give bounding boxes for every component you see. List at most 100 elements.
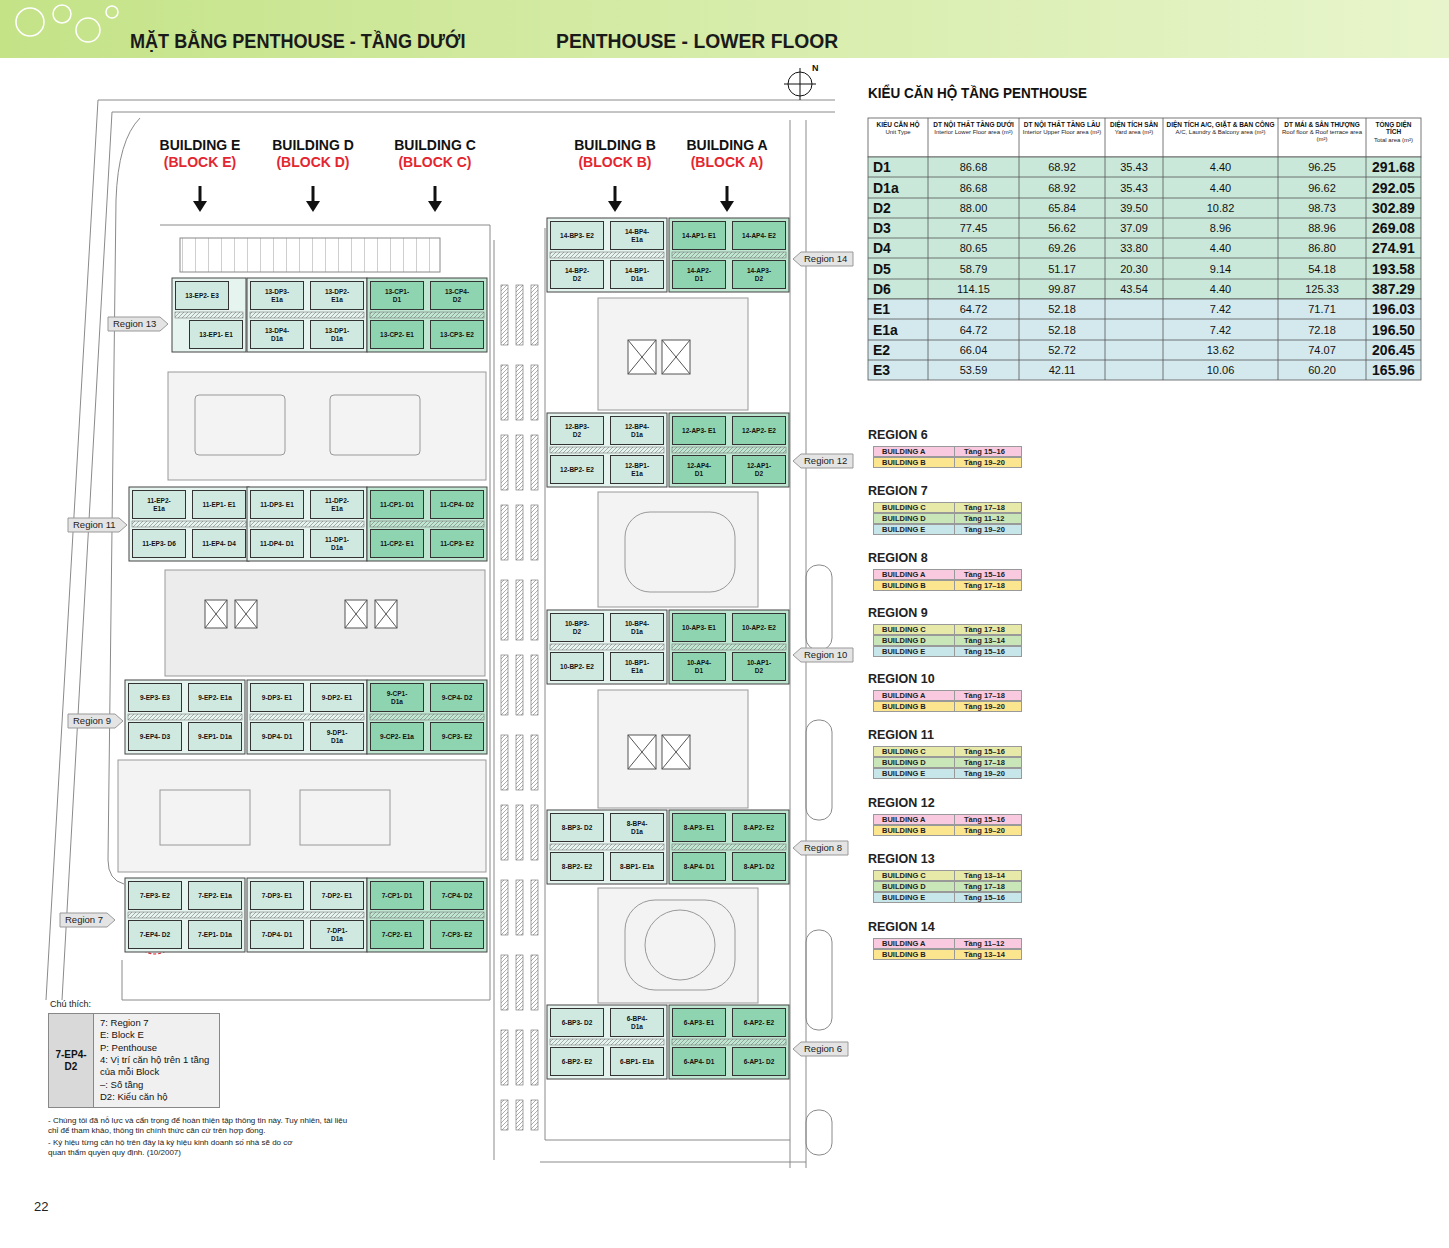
building-footprint bbox=[669, 218, 789, 292]
pergola bbox=[531, 1030, 538, 1085]
table-cell: 64.72 bbox=[928, 299, 1019, 319]
region-building: BUILDING B bbox=[873, 825, 955, 836]
corridor bbox=[128, 714, 242, 720]
tag-shape bbox=[793, 841, 848, 855]
unit-code: 7-DP2- E1 bbox=[320, 892, 354, 899]
block-name: (BLOCK C) bbox=[365, 154, 505, 170]
unit-code: 10-AP1- D2 bbox=[742, 659, 776, 674]
unit-code: 11-DP3- E1 bbox=[260, 501, 294, 508]
table-cell: 88.00 bbox=[928, 198, 1019, 218]
building-footprint bbox=[129, 487, 249, 561]
apartment-unit: 9-EP1- D1a bbox=[188, 722, 242, 751]
apartment-unit: 12-BP1- E1a bbox=[610, 455, 664, 484]
apartment-unit: 12-AP3- E1 bbox=[672, 416, 726, 445]
unit-code: 13-EP1- E1 bbox=[199, 331, 233, 338]
corridor bbox=[672, 644, 786, 650]
unit-code: 13-DP4- D1a bbox=[260, 327, 294, 342]
region-label: Region 6 bbox=[793, 1042, 848, 1056]
apartment-unit: 7-DP1- D1a bbox=[310, 920, 364, 949]
table-cell: 10.82 bbox=[1163, 198, 1278, 218]
parking bbox=[180, 238, 440, 272]
apartment-unit: 11-CP3- E2 bbox=[430, 529, 484, 558]
apartment-unit: 14-AP2- D1 bbox=[672, 260, 726, 289]
table-header: DT NỘI THẤT TẦNG DƯỚI bbox=[930, 121, 1017, 128]
table-cell: 65.84 bbox=[1019, 198, 1105, 218]
building-footprint bbox=[669, 610, 789, 684]
region-label: Region 12 bbox=[793, 454, 853, 468]
table-header: TỔNG DIỆN TÍCH bbox=[1368, 121, 1419, 136]
table-header: DIỆN TÍCH A/C, GIẶT & BAN CÔNG bbox=[1165, 121, 1276, 128]
table-cell: 20.30 bbox=[1105, 258, 1163, 279]
apartment-unit: 10-AP3- E1 bbox=[672, 613, 726, 642]
unit-type: E2 bbox=[868, 340, 928, 360]
unit-code: 9-CP3- E2 bbox=[440, 733, 474, 740]
unit-code: 10-AP3- E1 bbox=[682, 624, 716, 631]
table-header-en: A/C, Laundry & Balcony area (m²) bbox=[1165, 129, 1276, 136]
pergola bbox=[516, 1100, 523, 1130]
apartment-unit: 13-DP1- D1a bbox=[310, 320, 364, 349]
corridor bbox=[250, 912, 364, 918]
table-cell: 68.92 bbox=[1019, 177, 1105, 198]
unit-code: 10-BP1- E1a bbox=[620, 659, 654, 674]
unit-code: 8-AP1- D2 bbox=[742, 863, 776, 870]
corridor bbox=[550, 1039, 664, 1045]
pergola bbox=[516, 805, 523, 860]
building-footprint bbox=[125, 878, 245, 952]
block-name: (BLOCK D) bbox=[243, 154, 383, 170]
table-cell: 4.40 bbox=[1163, 238, 1278, 258]
table-cell: 206.45 bbox=[1366, 340, 1421, 360]
table-cell: 64.72 bbox=[928, 319, 1019, 340]
apartment-unit: 10-AP4- D1 bbox=[672, 652, 726, 681]
corridor bbox=[370, 521, 484, 527]
unit-code: 8-AP2- E2 bbox=[742, 824, 776, 831]
table-cell: 86.80 bbox=[1278, 238, 1366, 258]
unit-code: 14-BP3- E2 bbox=[560, 232, 594, 239]
unit-code: 10-BP3- D2 bbox=[560, 620, 594, 635]
apartment-unit: 10-BP1- E1a bbox=[610, 652, 664, 681]
tag-shape bbox=[68, 714, 123, 728]
unit-code: 7-CP4- D2 bbox=[440, 892, 474, 899]
unit-code: 9-CP1- D1a bbox=[380, 690, 414, 705]
apartment-unit: 8-AP2- E2 bbox=[732, 813, 786, 842]
table-cell: 74.07 bbox=[1278, 340, 1366, 360]
apartment-unit: 14-AP1- E1 bbox=[672, 221, 726, 250]
building-footprint bbox=[547, 218, 667, 292]
table-header-en: Unit Type bbox=[870, 129, 926, 136]
region-floors: Tầng 19–20 bbox=[955, 825, 1022, 836]
unit-code: 8-BP4- D1a bbox=[620, 820, 654, 835]
unit-code: 13-DP1- D1a bbox=[320, 327, 354, 342]
pergola bbox=[501, 735, 508, 790]
building-footprint bbox=[669, 1005, 789, 1079]
region-floors: Tầng 13–14 bbox=[955, 870, 1022, 881]
apartment-unit: 11-CP4- D2 bbox=[430, 490, 484, 519]
table-cell: 13.62 bbox=[1163, 340, 1278, 360]
unit-code: 10-AP4- D1 bbox=[682, 659, 716, 674]
table-cell: 7.42 bbox=[1163, 319, 1278, 340]
table-cell: 10.06 bbox=[1163, 360, 1278, 380]
table-cell: 42.11 bbox=[1019, 360, 1105, 380]
building-footprint bbox=[247, 487, 367, 561]
apartment-unit: 12-AP4- D1 bbox=[672, 455, 726, 484]
unit-code: 7-EP1- D1a bbox=[198, 931, 232, 938]
unit-code: 8-AP3- E1 bbox=[682, 824, 716, 831]
unit-type: D3 bbox=[868, 218, 928, 238]
pergola bbox=[516, 505, 523, 560]
legend-heading: Chú thích: bbox=[50, 999, 91, 1009]
apartment-unit: 13-CP4- D2 bbox=[430, 281, 484, 310]
region-building: BUILDING E bbox=[873, 892, 955, 903]
apartment-unit: 7-DP3- E1 bbox=[250, 881, 304, 910]
unit-code: 7-CP2- E1 bbox=[380, 931, 414, 938]
apartment-unit: 11-DP3- E1 bbox=[250, 490, 304, 519]
apartment-unit: 10-AP2- E2 bbox=[732, 613, 786, 642]
table-header: DT NỘI THẤT TẦNG LẦU bbox=[1021, 121, 1103, 128]
apartment-unit: 11-EP2- E1a bbox=[132, 490, 186, 519]
pergola bbox=[501, 1100, 508, 1130]
region-label: Region 13 bbox=[108, 317, 168, 331]
page-number: 22 bbox=[34, 1199, 48, 1214]
table-cell: 71.71 bbox=[1278, 299, 1366, 319]
table-cell: 98.73 bbox=[1278, 198, 1366, 218]
region-heading: REGION 10 bbox=[868, 672, 935, 686]
building-footprint bbox=[247, 278, 367, 352]
unit-code: 9-EP1- D1a bbox=[198, 733, 232, 740]
apartment-unit: 10-BP2- E2 bbox=[550, 652, 604, 681]
